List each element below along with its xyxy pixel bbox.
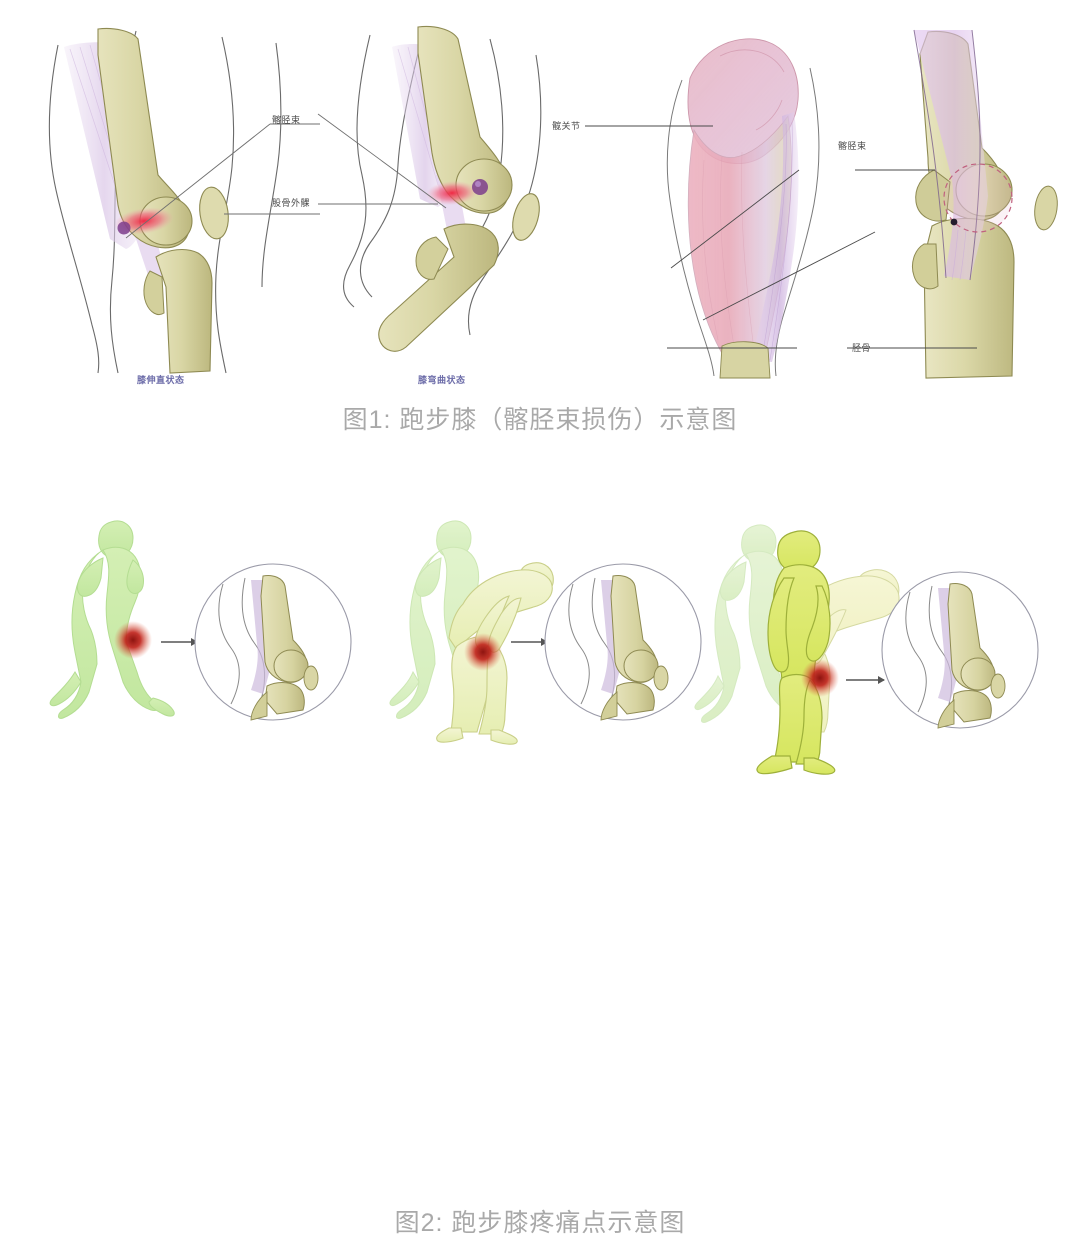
figure-2-illustration (0, 455, 1080, 775)
knee-flexed-leader-lines (317, 113, 447, 209)
figure-1-caption: 图1: 跑步膝（髂胫束损伤）示意图 (342, 406, 738, 434)
figure-1: 髂胫束 股骨外髁 膝伸直状态 (0, 0, 1080, 445)
annotation-it-band-right: 髂胫束 (838, 142, 867, 152)
knee-extended-leader-lines (125, 123, 320, 239)
annotation-it-band-left: 髂胫束 (272, 116, 301, 126)
knee-extended-diagram (48, 27, 282, 374)
figure-2-caption: 图2: 跑步膝疼痛点示意图 (394, 1209, 686, 1237)
figure-2: 图2: 跑步膝疼痛点示意图 (0, 455, 1080, 1237)
figure-1-illustration: 髂胫束 股骨外髁 膝伸直状态 (0, 0, 1080, 395)
annotation-hip-joint: 髋关节 (552, 122, 581, 132)
annotation-tibia: 胫骨 (852, 344, 872, 354)
knee-lateral-detail-diagram (911, 29, 1058, 379)
runner-panel-bending (389, 520, 702, 745)
runner-panel-standing (694, 524, 1039, 775)
state-label-knee-extended: 膝伸直状态 (137, 376, 185, 386)
state-label-knee-flexed: 膝弯曲状态 (418, 376, 466, 386)
knee-flexed-diagram (343, 25, 542, 352)
annotation-lateral-femoral-condyle: 股骨外髁 (272, 199, 311, 209)
thigh-muscle-diagram (666, 38, 820, 379)
thigh-detail-leader-lines (585, 125, 977, 349)
runner-panel-upright (49, 520, 352, 721)
